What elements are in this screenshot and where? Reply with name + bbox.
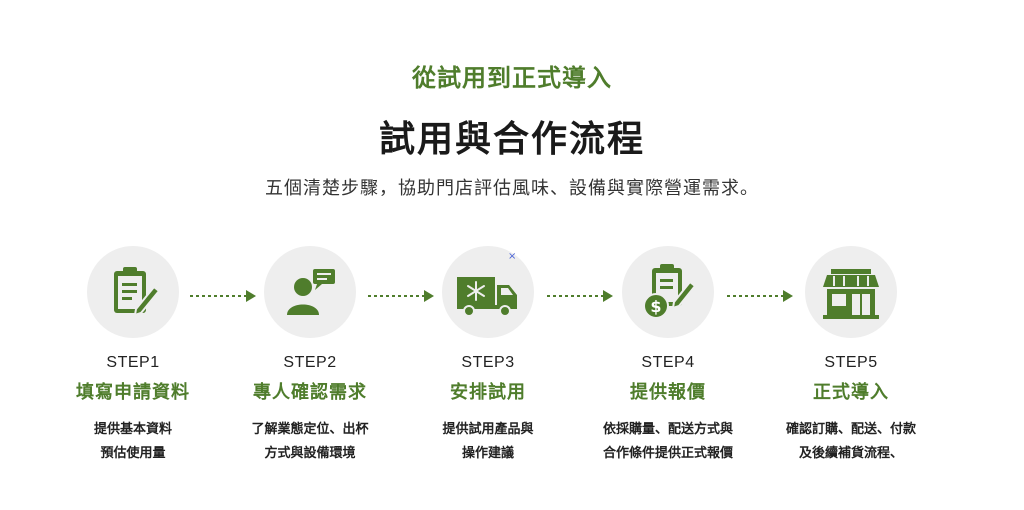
page-subtitle: 五個清楚步驟，協助門店評估風味、設備與實際營運需求。 [265, 178, 759, 199]
arrow-connector-1 [190, 290, 256, 302]
step-3-title: 安排試用 [450, 382, 526, 403]
step-4-title: 提供報價 [630, 382, 706, 403]
step-4: $ STEP4 提供報價 依採購量、配送方式與 合作條件提供正式報價 [583, 246, 753, 466]
svg-text:$: $ [650, 297, 661, 316]
step-5-icon-circle [805, 246, 897, 338]
step-5-label: STEP5 [824, 354, 878, 371]
arrow-connector-4 [727, 290, 793, 302]
step-3-icon-circle [442, 246, 534, 338]
eyebrow-heading: 從試用到正式導入 [412, 64, 612, 92]
step-4-desc: 依採購量、配送方式與 合作條件提供正式報價 [602, 422, 733, 461]
step-1-title: 填寫申請資料 [76, 382, 190, 403]
step-2-title: 專人確認需求 [253, 382, 367, 403]
step-1-label: STEP1 [106, 354, 160, 371]
step-1: STEP1 填寫申請資料 提供基本資料 預估使用量 [48, 246, 218, 466]
step-5-desc: 確認訂購、配送、付款 及後續補貨流程、 [785, 422, 916, 461]
step-1-desc: 提供基本資料 預估使用量 [93, 422, 172, 461]
step-5-title: 正式導入 [813, 382, 889, 403]
arrow-connector-2 [368, 290, 434, 302]
step-3: STEP3 安排試用 提供試用產品與 操作建議 [403, 246, 573, 466]
step-1-icon-circle [87, 246, 179, 338]
person-chat-icon [287, 269, 335, 315]
step-3-desc: 提供試用產品與 操作建議 [442, 422, 534, 461]
storefront-icon [823, 269, 879, 319]
refrigerated-truck-icon [457, 277, 517, 317]
arrow-connector-3 [547, 290, 613, 302]
step-2-desc: 了解業態定位、出杯 方式與設備環境 [251, 422, 369, 461]
page-title: 試用與合作流程 [378, 119, 645, 160]
close-marker-icon: × [508, 251, 517, 262]
step-4-label: STEP4 [641, 354, 695, 371]
step-2-icon-circle [264, 246, 356, 338]
step-3-label: STEP3 [461, 354, 515, 371]
step-5: STEP5 正式導入 確認訂購、配送、付款 及後續補貨流程、 [766, 246, 936, 466]
step-2-label: STEP2 [283, 354, 337, 371]
clipboard-pencil-icon [114, 267, 161, 317]
step-2: STEP2 專人確認需求 了解業態定位、出杯 方式與設備環境 [225, 246, 395, 466]
clipboard-dollar-icon: $ [643, 264, 697, 319]
step-4-icon-circle: $ [622, 246, 714, 338]
